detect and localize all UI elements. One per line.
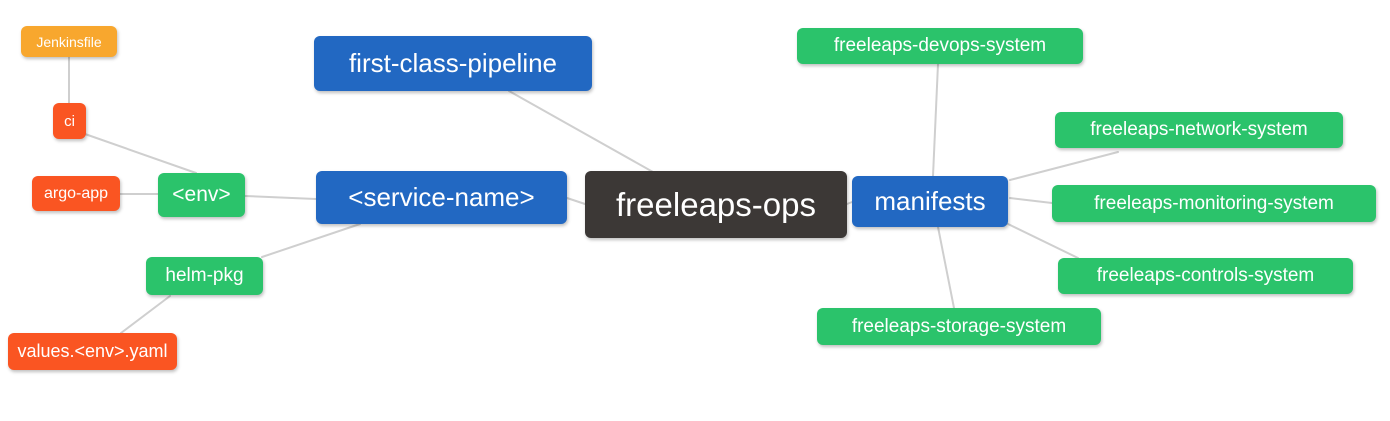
edge-manifests-controls <box>1007 223 1079 259</box>
node-env[interactable]: <env> <box>158 173 245 217</box>
edge-manifests-network <box>1009 151 1119 181</box>
node-helm-pkg[interactable]: helm-pkg <box>146 257 263 295</box>
node-manifests[interactable]: manifests <box>852 176 1008 227</box>
edge-env-service-name <box>244 195 317 200</box>
edge-values-helm-pkg <box>120 295 171 334</box>
edge-manifests-monitoring <box>1009 197 1053 204</box>
node-jenkinsfile[interactable]: Jenkinsfile <box>21 26 117 57</box>
node-freeleaps-storage-system[interactable]: freeleaps-storage-system <box>817 308 1101 345</box>
node-argo-app[interactable]: argo-app <box>32 176 120 211</box>
edge-service-freeleaps-ops <box>566 197 586 205</box>
node-service-name[interactable]: <service-name> <box>316 171 567 224</box>
edge-freeleaps-ops-manifests <box>846 201 853 205</box>
edge-manifests-devops <box>932 63 939 177</box>
node-first-class-pipeline[interactable]: first-class-pipeline <box>314 36 592 91</box>
node-freeleaps-controls-system[interactable]: freeleaps-controls-system <box>1058 258 1353 294</box>
node-freeleaps-monitoring-system[interactable]: freeleaps-monitoring-system <box>1052 185 1376 222</box>
edge-manifests-storage <box>937 226 955 309</box>
node-freeleaps-ops[interactable]: freeleaps-ops <box>585 171 847 238</box>
node-freeleaps-network-system[interactable]: freeleaps-network-system <box>1055 112 1343 148</box>
edge-pipeline-freeleaps-ops <box>508 90 654 173</box>
edge-ci-env <box>84 133 197 174</box>
edge-helm-pkg-service-name <box>261 223 361 258</box>
node-values-env-yaml[interactable]: values.<env>.yaml <box>8 333 177 370</box>
node-freeleaps-devops-system[interactable]: freeleaps-devops-system <box>797 28 1083 64</box>
node-ci[interactable]: ci <box>53 103 86 139</box>
